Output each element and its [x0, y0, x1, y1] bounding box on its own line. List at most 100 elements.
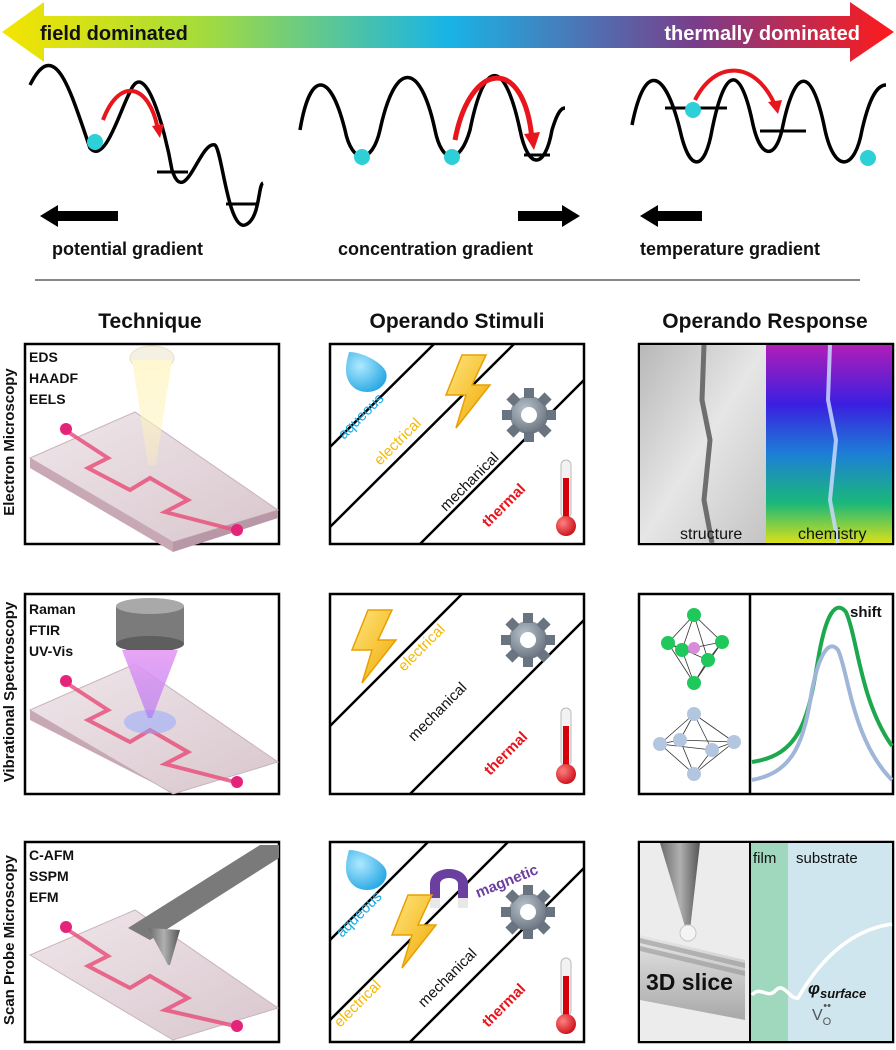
stimuli-panel-scan-probe: aqueous magnetic electrical mechanical	[328, 840, 586, 1044]
stimuli-divider	[329, 343, 435, 448]
technique-item: EELS	[29, 391, 66, 407]
thermometer-icon	[556, 459, 576, 536]
probe-contact	[679, 924, 697, 942]
blue-spectrum-peak	[751, 644, 894, 782]
chemistry-boundary	[825, 344, 840, 544]
atom	[687, 707, 701, 721]
objective-lens-bottom	[116, 636, 184, 652]
stimuli-divider	[419, 379, 585, 545]
response-panel-vibrational: shift	[637, 592, 895, 796]
octahedron-green	[661, 608, 729, 690]
slice-layer	[640, 946, 745, 976]
phi-surface-label: φsurface	[808, 979, 866, 1001]
objective-lens-top	[116, 598, 184, 614]
thermometer-icon	[556, 707, 576, 784]
stimuli-divider	[409, 867, 585, 1043]
column-header-technique: Technique	[98, 310, 201, 333]
stimuli-panel-electron: aqueous electrical mechanical thermal	[328, 342, 586, 546]
technique-item: HAADF	[29, 370, 78, 386]
green-spectrum-peak	[751, 605, 894, 764]
lightning-bolt-icon	[350, 609, 398, 684]
potential-gradient-label: potential gradient	[52, 239, 203, 259]
laser-cone	[122, 650, 178, 718]
circuit-trace	[63, 428, 236, 532]
circuit-trace	[63, 926, 236, 1028]
response-film-label: film	[753, 850, 776, 867]
atom	[705, 743, 719, 757]
technique-item: C-AFM	[29, 847, 74, 863]
thermally-dominated-label: thermally dominated	[664, 23, 860, 45]
ion-ball	[685, 102, 701, 118]
response-slice-label: 3D slice	[646, 969, 733, 995]
response-panel-electron: structure chemistry	[637, 342, 895, 546]
gear-icon	[501, 613, 555, 667]
laser-spot	[124, 710, 176, 734]
gradient-arrow-shape	[2, 2, 894, 62]
technique-panel-electron: EDS HAADF EELS	[23, 342, 281, 552]
temperature-gradient-landscape: temperature gradient	[630, 68, 887, 259]
atom	[661, 636, 675, 650]
technique-panel-scan-probe: C-AFM SSPM EFM	[23, 840, 281, 1044]
row-label-scan-probe-microscopy: Scan Probe Microscopy	[1, 854, 18, 1025]
electrode-contact	[60, 675, 72, 687]
oxygen-vacancy-label: VO••	[812, 1000, 832, 1028]
gear-icon	[501, 885, 555, 939]
left-arrow-icon	[640, 205, 702, 227]
response-structure-label: structure	[680, 526, 742, 543]
ion-ball	[860, 150, 876, 166]
afm-tip	[660, 843, 700, 930]
technique-item: FTIR	[29, 622, 60, 638]
slab-front	[173, 510, 278, 552]
film-region	[750, 843, 788, 1041]
row-label-electron-microscopy: Electron Microscopy	[1, 368, 18, 516]
ion-ball	[444, 149, 460, 165]
atom	[687, 767, 701, 781]
temperature-gradient-label: temperature gradient	[640, 239, 820, 259]
energy-curve	[298, 74, 566, 162]
substrate-region	[788, 843, 892, 1041]
water-drop-icon	[346, 850, 387, 890]
gear-icon	[502, 388, 556, 442]
response-panel-scan-probe: 3D slice film substrate φsurface VO••	[637, 840, 895, 1044]
panel-frame	[637, 592, 895, 796]
atom	[687, 608, 701, 622]
atom	[727, 735, 741, 749]
ion-ball	[87, 134, 103, 150]
cantilever	[128, 845, 279, 940]
slab-top	[28, 909, 280, 1041]
hop-arrow	[452, 75, 535, 141]
circuit-trace	[63, 680, 236, 784]
stimuli-divider	[409, 619, 585, 795]
atom	[701, 653, 715, 667]
electrode-contact	[231, 524, 243, 536]
right-arrow-icon	[518, 205, 580, 227]
concentration-gradient-landscape: concentration gradient	[298, 74, 580, 259]
structure-boundary	[699, 344, 715, 544]
electrode-contact	[60, 423, 72, 435]
slab-side	[30, 710, 173, 794]
energy-curve	[28, 63, 265, 227]
slab-side	[30, 458, 173, 552]
afm-tip	[148, 928, 180, 965]
device-slab	[28, 909, 280, 1041]
atom	[675, 643, 689, 657]
hop-arrow	[693, 68, 777, 106]
stimuli-divider	[329, 593, 463, 727]
technique-item: UV-Vis	[29, 643, 73, 659]
field-dominated-label: field dominated	[40, 23, 188, 45]
energy-curve	[630, 78, 887, 164]
surface-potential-curve	[750, 922, 893, 1000]
column-header-response: Operando Response	[662, 310, 867, 333]
slice-layer	[640, 938, 745, 968]
magnet-icon	[430, 869, 468, 908]
left-arrow-icon	[40, 205, 118, 227]
concentration-gradient-label: concentration gradient	[338, 239, 533, 259]
response-substrate-label: substrate	[796, 850, 858, 867]
electron-beam	[132, 360, 172, 465]
technique-panel-vibrational: Raman FTIR UV-Vis	[23, 592, 281, 796]
device-slab	[28, 411, 280, 552]
potential-gradient-landscape: potential gradient	[28, 63, 265, 259]
hop-arrow	[101, 88, 160, 131]
thermometer-icon	[556, 957, 576, 1034]
